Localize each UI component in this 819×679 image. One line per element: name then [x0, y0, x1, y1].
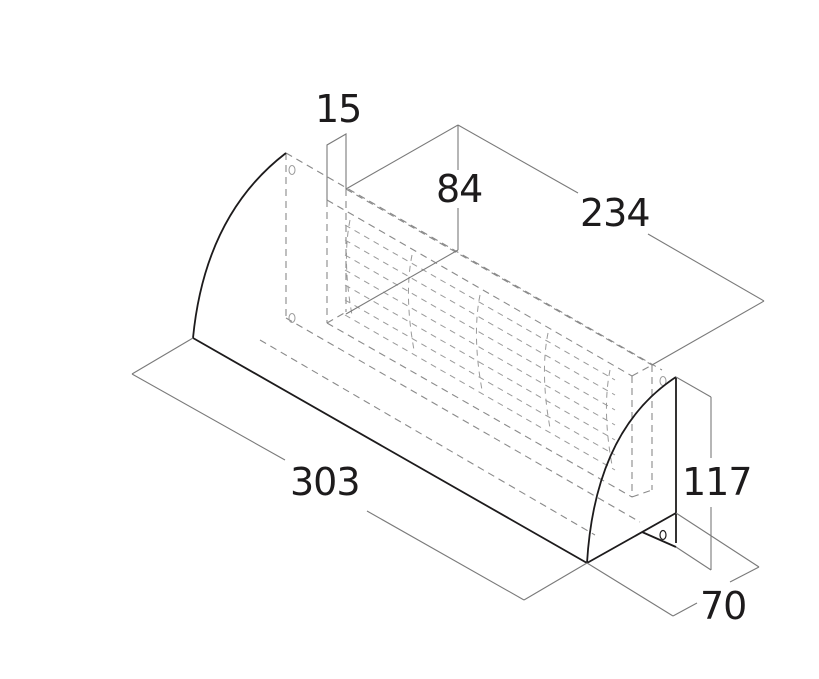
hidden-grille-slots — [344, 219, 616, 471]
dimension-label-overall-height: 117 — [680, 460, 754, 504]
dimension-label-depth: 70 — [698, 584, 749, 628]
cover-outline — [192, 152, 677, 564]
dimension-label-overall-length: 303 — [288, 460, 362, 504]
dimension-label-thickness: 15 — [313, 87, 364, 131]
dimension-label-grille-height: 84 — [434, 167, 485, 211]
dimension-label-grille-length: 234 — [578, 191, 652, 235]
hidden-grille-box — [259, 152, 663, 536]
dimension-lines — [131, 124, 765, 617]
